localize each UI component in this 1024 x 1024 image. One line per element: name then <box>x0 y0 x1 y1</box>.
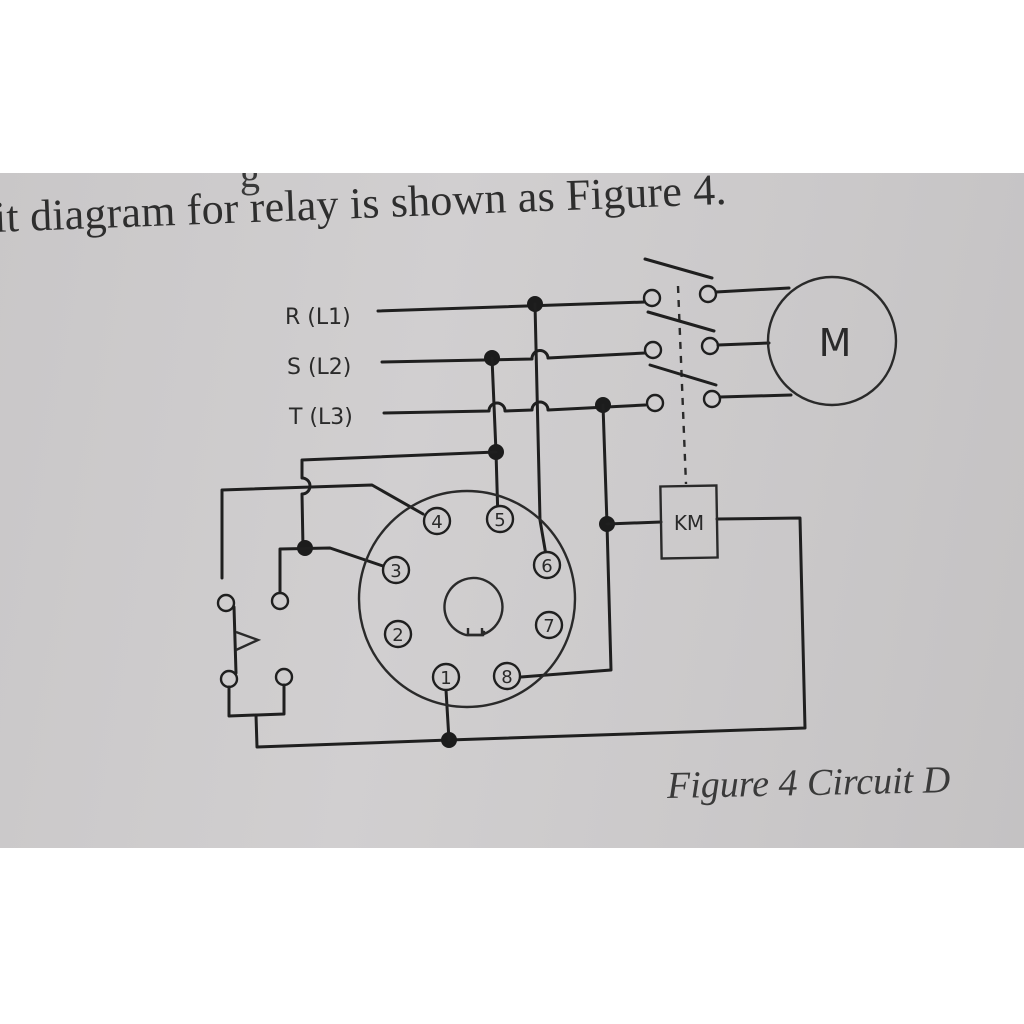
switch-terminal-top-left <box>216 593 236 613</box>
contact-l1-out <box>698 284 718 304</box>
switch-actuator-icon <box>235 630 262 652</box>
relay-pin-1 <box>431 662 461 692</box>
contact-l1-in <box>642 288 662 308</box>
relay-pin-3 <box>381 555 411 585</box>
phase-label-t: T (L3) <box>288 405 353 430</box>
relay-pin-2-label: 2 <box>392 625 403 646</box>
relay-pin-5-label: 5 <box>494 510 505 531</box>
relay-pin-5 <box>485 504 515 534</box>
motor-symbol <box>766 275 898 407</box>
relay-pin-3-label: 3 <box>390 561 401 582</box>
wire-pin3 <box>278 546 385 600</box>
main-contacts <box>642 257 722 413</box>
relay-pin-8-label: 8 <box>501 667 512 688</box>
wire-bottom-return <box>254 516 807 749</box>
previous-line-fragment: g <box>240 151 260 196</box>
phase-label-r: R (L1) <box>285 305 351 330</box>
relay-pin-7-label: 7 <box>543 616 554 637</box>
relay-key-hole <box>443 576 504 637</box>
switch-terminal-top-right <box>270 591 290 611</box>
wire-motor-w <box>718 393 793 399</box>
motor-label: M <box>819 321 852 365</box>
relay-key-slot <box>466 628 484 637</box>
contact-blade-l1 <box>643 257 714 280</box>
phase-line-t <box>382 400 647 415</box>
contact-l3-out <box>702 389 722 409</box>
contact-l2-in <box>643 340 663 360</box>
phase-line-s <box>380 349 647 364</box>
relay-pin-8 <box>492 661 522 691</box>
wire-r-to-pin6 <box>533 302 549 563</box>
relay-pin-1-label: 1 <box>440 668 451 689</box>
wire-pin1-down <box>444 688 451 742</box>
switch-blade <box>232 605 238 675</box>
paper-page <box>0 173 1024 848</box>
wire-pin4 <box>220 483 425 580</box>
phase-line-r <box>376 300 647 313</box>
relay-pin-6-label: 6 <box>541 556 552 577</box>
wire-motor-v <box>716 341 771 347</box>
wire-to-km <box>605 520 663 526</box>
relay-pin-2 <box>383 619 413 649</box>
km-coil-label: KM <box>674 511 704 535</box>
switch-terminal-bottom-right <box>274 667 294 687</box>
contact-l2-out <box>700 336 720 356</box>
relay-socket-outline <box>357 489 577 709</box>
contact-blade-l3 <box>648 363 718 387</box>
km-coil-box <box>659 484 719 560</box>
switch-bottom-link <box>227 683 286 718</box>
wire-t-down <box>519 403 613 679</box>
wire-motor-u <box>714 286 791 294</box>
contact-blade-l2 <box>646 310 716 333</box>
phase-label-s: S (L2) <box>287 355 351 380</box>
relay-pin-4 <box>422 506 452 536</box>
relay-pin-7 <box>534 610 564 640</box>
mechanical-linkage-dashed <box>676 285 688 485</box>
relay-pin-6 <box>532 550 562 580</box>
wire-s-branch <box>300 450 498 550</box>
figure-caption: Figure 4 Circuit D <box>666 759 951 807</box>
contact-l3-in <box>645 393 665 413</box>
relay-pins: 1 2 3 4 5 6 7 8 <box>381 504 564 692</box>
relay-pin-4-label: 4 <box>431 512 442 533</box>
